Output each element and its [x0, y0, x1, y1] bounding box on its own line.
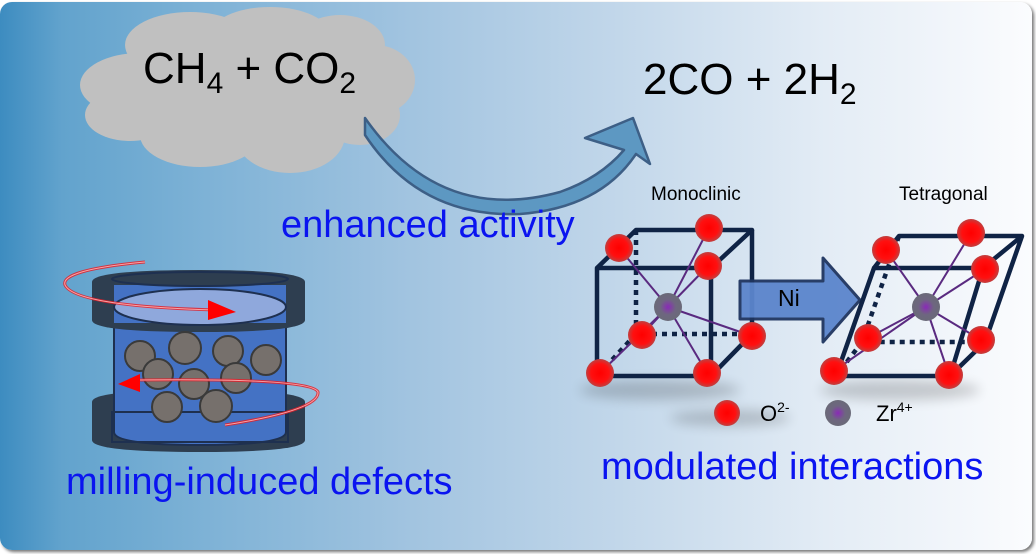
rotation-arrows: [63, 260, 320, 427]
co-formula: 2CO: [643, 55, 734, 104]
legend-oxygen: O2-: [760, 399, 790, 427]
modulated-interactions-label: modulated interactions: [601, 446, 984, 488]
legend-oxygen-symbol: O: [760, 401, 778, 426]
oxygen-atom: [693, 359, 721, 387]
h2-formula: 2H: [783, 55, 840, 104]
zirconium-atom: [654, 293, 682, 321]
milling-ball: [142, 358, 174, 390]
legend-oxygen-charge: 2-: [777, 399, 790, 415]
milling-ball: [250, 344, 282, 376]
oxygen-atom: [695, 214, 723, 242]
co2-subscript: 2: [339, 67, 357, 100]
zirconium-atom: [912, 293, 940, 321]
oxygen-ion-icon: [714, 400, 740, 426]
oxygen-atom: [854, 324, 882, 352]
plus-sign: +: [733, 55, 784, 104]
oxygen-atom: [967, 326, 995, 354]
monoclinic-title: Monoclinic: [651, 184, 741, 205]
oxygen-atom: [586, 359, 614, 387]
tetragonal-lattice: [820, 219, 1025, 389]
methane-subscript: 4: [206, 67, 224, 100]
monoclinic-lattice: [586, 214, 766, 387]
reaction-arrow: [363, 116, 652, 216]
milling-balls: [124, 331, 282, 423]
milling-defects-label: milling-induced defects: [66, 461, 453, 503]
h2-subscript: 2: [839, 78, 857, 111]
legend-zirconium: Zr4+: [876, 399, 913, 427]
rotation-arrowhead-right: [208, 300, 236, 320]
reactants-formula: CH4 + CO2: [143, 44, 356, 99]
oxygen-atom: [957, 219, 985, 247]
milling-ball: [168, 331, 202, 365]
milling-ball: [220, 362, 252, 394]
zirconium-ion-icon: [825, 400, 851, 426]
legend-zirconium-symbol: Zr: [876, 401, 897, 426]
oxygen-atom: [738, 322, 766, 350]
oxygen-atom: [872, 236, 900, 264]
legend-zirconium-charge: 4+: [896, 399, 913, 415]
milling-ball: [199, 389, 233, 423]
enhanced-activity-label: enhanced activity: [281, 204, 575, 246]
milling-ball: [178, 368, 210, 400]
oxygen-atom: [935, 361, 963, 389]
products-formula: 2CO + 2H2: [643, 55, 857, 110]
oxygen-atom: [694, 252, 722, 280]
oxygen-atom: [605, 234, 633, 262]
methane-formula: CH: [143, 44, 207, 93]
milling-ball: [151, 391, 183, 423]
tetragonal-title: Tetragonal: [899, 184, 988, 205]
oxygen-atom: [820, 357, 848, 385]
ni-transform-arrow: [738, 256, 862, 344]
milling-ball: [212, 335, 244, 367]
legend-markers: [714, 400, 851, 426]
oxygen-atom: [628, 321, 656, 349]
gas-cloud: [80, 7, 415, 173]
co2-formula: CO: [273, 44, 340, 93]
plus-sign: +: [223, 44, 274, 93]
rotation-arrowhead-left: [118, 374, 140, 392]
ni-label: Ni: [778, 285, 800, 311]
oxygen-atom: [971, 255, 999, 283]
